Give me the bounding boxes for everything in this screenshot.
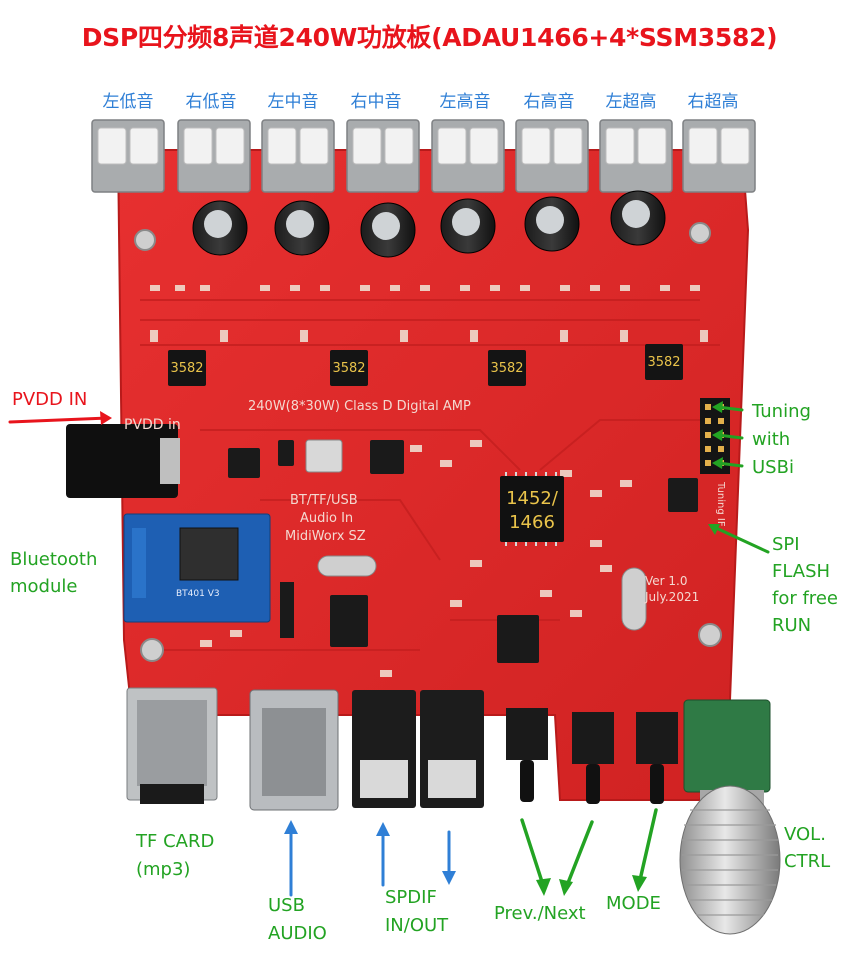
- annotation-bluetooth-line2: module: [10, 576, 78, 597]
- annotation-tf-card-line1: TF CARD: [136, 831, 215, 852]
- annotation-prev-next: Prev./Next: [494, 903, 586, 924]
- annotation-spi-line1: SPI: [772, 534, 800, 555]
- amp-chip-label-4: 3582: [647, 355, 681, 370]
- annotation-vol-line1: VOL.: [784, 824, 826, 845]
- capacitors: [192, 190, 666, 258]
- crystal-x2: [317, 555, 377, 577]
- channel-label-3: 左中音: [267, 92, 319, 112]
- amp-chip-label-3: 3582: [490, 361, 524, 376]
- annotation-arrows: [8, 401, 770, 897]
- annotation-tuning-line3: USBi: [752, 457, 794, 478]
- annotation-mode: MODE: [606, 893, 661, 914]
- silk-version: Ver 1.0: [645, 574, 688, 588]
- smd-components: [150, 285, 708, 677]
- annotation-spi-line2: FLASH: [772, 561, 831, 582]
- annotation-spdif-line1: SPDIF: [385, 887, 437, 908]
- speaker-terminals: [91, 119, 756, 193]
- dc-jack: [66, 424, 178, 498]
- annotation-usb-line1: USB: [268, 895, 305, 916]
- amp-chip-label-1: 3582: [170, 361, 204, 376]
- volume-knob: [679, 785, 781, 935]
- annotation-tuning-line1: Tuning: [752, 401, 811, 422]
- dsp-chip-label-line2: 1466: [509, 512, 555, 533]
- annotation-spi-line4: RUN: [772, 615, 812, 636]
- header-pins-uj4: [280, 582, 294, 638]
- volume-pot-body: [683, 699, 771, 793]
- push-buttons: [506, 708, 678, 804]
- dsp-chip-pins: [505, 472, 557, 546]
- channel-label-6: 右高音: [523, 92, 575, 112]
- silk-bt-module-id: BT401 V3: [176, 589, 220, 599]
- channel-label-2: 右低音: [185, 92, 237, 112]
- knob-ridges: [682, 809, 778, 916]
- channel-label-4: 右中音: [350, 92, 402, 112]
- amp-chips: [168, 344, 683, 386]
- silk-pvdd-in: PVDD in: [124, 417, 181, 433]
- page-title: DSP四分频8声道240W功放板(ADAU1466+4*SSM3582): [81, 23, 778, 52]
- inductor: [305, 439, 343, 473]
- channel-label-8: 右超高: [687, 92, 739, 112]
- silk-tuning-if: Tuning IF: [715, 482, 726, 527]
- pcb-traces: [140, 299, 720, 651]
- annotation-spi-line3: for free: [772, 588, 838, 609]
- dsp-chip-label-line1: 1452/: [506, 488, 558, 509]
- mounting-holes: [134, 222, 722, 662]
- annotation-tf-card-line2: (mp3): [136, 859, 191, 880]
- crystal-x1: [621, 567, 647, 631]
- silk-version-date: July.2021: [645, 590, 700, 604]
- silk-amp-title: 240W(8*30W) Class D Digital AMP: [248, 399, 471, 414]
- channel-label-1: 左低音: [102, 92, 154, 112]
- silk-bt-line2: Audio In: [300, 511, 354, 526]
- amp-chip-label-2: 3582: [332, 361, 366, 376]
- channel-label-5: 左高音: [439, 92, 491, 112]
- annotation-pvdd: PVDD IN: [12, 389, 88, 410]
- dsp-chip: [500, 476, 564, 542]
- misc-ics: [228, 440, 698, 663]
- annotation-spdif-line2: IN/OUT: [385, 915, 449, 936]
- silk-bt-line3: MidiWorx SZ: [285, 529, 366, 544]
- annotation-tuning-line2: with: [752, 429, 791, 450]
- silk-bt-line1: BT/TF/USB: [290, 493, 358, 508]
- annotation-bluetooth-line1: Bluetooth: [10, 549, 98, 570]
- annotation-usb-line2: AUDIO: [268, 923, 327, 944]
- annotation-vol-line2: CTRL: [784, 851, 831, 872]
- channel-label-7: 左超高: [605, 92, 657, 112]
